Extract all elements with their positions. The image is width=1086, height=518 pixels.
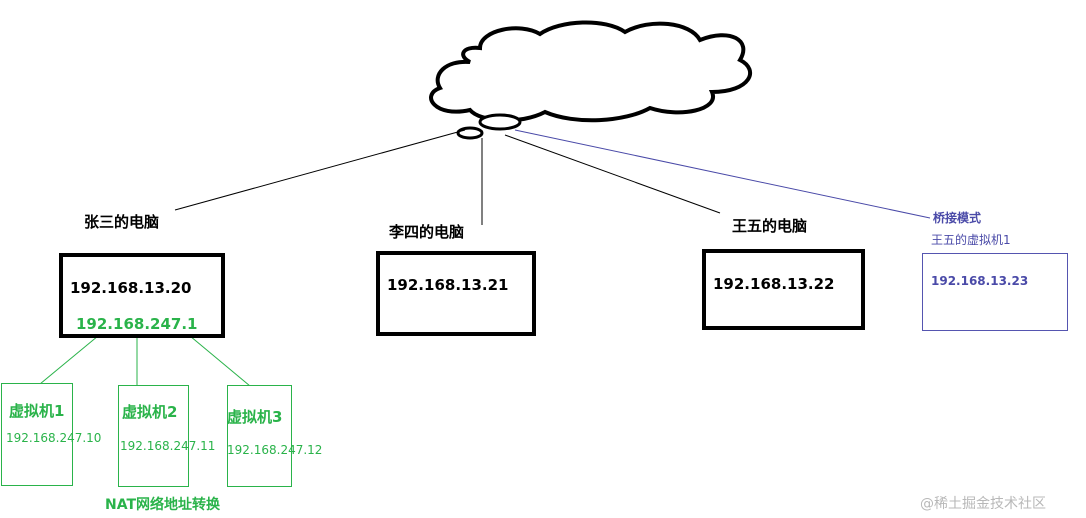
host-nat-ip-zhangsan: 192.168.247.1 [76, 315, 198, 333]
vm-box-2 [118, 385, 189, 487]
bridge-vm-name: 王五的虚拟机1 [931, 233, 1011, 247]
link-vm3 [189, 335, 251, 387]
vm-name-2: 虚拟机2 [122, 403, 178, 421]
nat-label: NAT网络地址转换 [105, 497, 221, 513]
vm-box-3 [227, 385, 292, 487]
vm-ip-2: 192.168.247.11 [120, 439, 216, 453]
cloud-bubble-2 [456, 126, 484, 140]
link-wangwu [504, 134, 721, 214]
vm-box-1 [1, 383, 73, 486]
vm-ip-1: 192.168.247.10 [6, 431, 102, 445]
link-zhangsan [174, 129, 466, 211]
link-vm1 [39, 335, 99, 385]
watermark: @稀土掘金技术社区 [920, 496, 1046, 512]
vm-name-1: 虚拟机1 [9, 402, 65, 420]
bridge-vm-box: 192.168.13.23 [922, 253, 1068, 331]
host-box-lisi: 192.168.13.21 [376, 251, 536, 336]
host-box-zhangsan: 192.168.13.20 192.168.247.1 [59, 253, 225, 338]
host-label-zhangsan: 张三的电脑 [84, 213, 160, 231]
vm-name-3: 虚拟机3 [227, 408, 283, 426]
internet-cloud-shape [429, 20, 752, 123]
host-ip-wangwu: 192.168.13.22 [713, 275, 835, 293]
host-label-wangwu: 王五的电脑 [732, 217, 808, 235]
host-box-wangwu: 192.168.13.22 [702, 249, 865, 330]
bridge-mode-label: 桥接模式 [933, 211, 982, 225]
host-ip-zhangsan: 192.168.13.20 [70, 279, 192, 297]
bridge-vm-ip: 192.168.13.23 [931, 274, 1029, 288]
cloud-bubble-1 [478, 113, 522, 131]
vm-ip-3: 192.168.247.12 [227, 443, 323, 457]
link-bridge [514, 129, 931, 219]
host-label-lisi: 李四的电脑 [389, 223, 465, 241]
host-ip-lisi: 192.168.13.21 [387, 276, 509, 294]
